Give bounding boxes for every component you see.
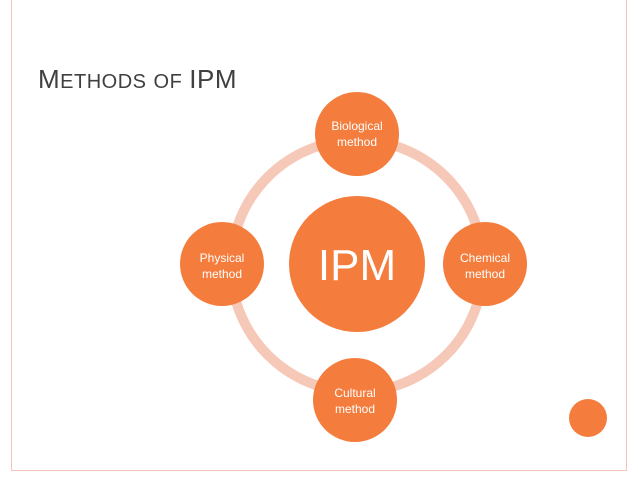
title-initial: M — [38, 64, 61, 94]
node-cultural-line-2: method — [335, 402, 375, 416]
node-biological-line-2: method — [337, 135, 377, 149]
node-chemical: Chemical method — [443, 222, 527, 306]
node-physical: Physical method — [180, 222, 264, 306]
node-cultural-line-1: Cultural — [334, 386, 375, 400]
node-chemical-line-2: method — [465, 267, 505, 281]
node-biological: Biological method — [315, 92, 399, 176]
node-physical-line-1: Physical — [200, 251, 245, 265]
slide-title: Methodsof IPM — [38, 64, 237, 95]
title-word-2b: f — [169, 71, 183, 93]
title-word-1: ethods — [60, 71, 147, 93]
node-chemical-line-1: Chemical — [460, 251, 510, 265]
center-label: IPM — [318, 241, 396, 290]
corner-decoration-dot — [569, 399, 607, 437]
title-word-3: IPM — [189, 64, 238, 94]
center-node: IPM — [289, 196, 425, 332]
slide-border — [11, 0, 627, 471]
node-physical-line-2: method — [202, 267, 242, 281]
node-cultural: Cultural method — [313, 358, 397, 442]
node-biological-line-1: Biological — [331, 119, 382, 133]
title-word-2a: o — [153, 71, 170, 93]
